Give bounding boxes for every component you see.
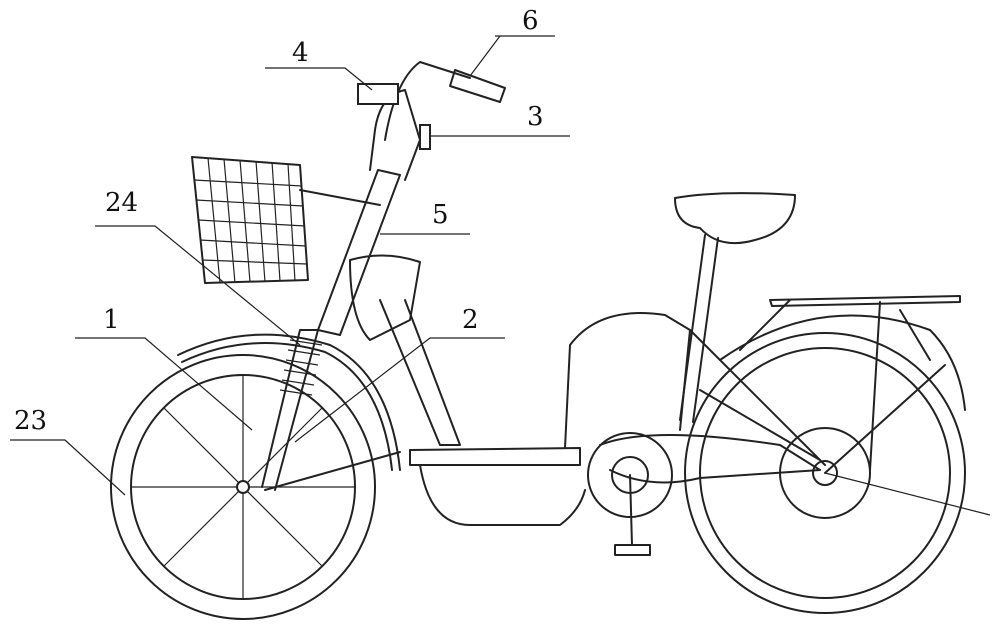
leader-23 bbox=[10, 440, 125, 495]
label-1: 1 bbox=[103, 307, 120, 333]
leader-6 bbox=[470, 36, 555, 76]
label-23: 23 bbox=[14, 408, 47, 434]
label-5: 5 bbox=[432, 202, 449, 228]
label-3: 3 bbox=[527, 104, 544, 130]
label-24: 24 bbox=[105, 190, 138, 216]
leader-2 bbox=[295, 338, 505, 442]
leader-1 bbox=[75, 338, 252, 430]
leader-4 bbox=[265, 68, 372, 90]
label-6: 6 bbox=[522, 8, 539, 34]
label-2: 2 bbox=[462, 307, 479, 333]
label-4: 4 bbox=[292, 40, 309, 66]
leader-24 bbox=[95, 226, 300, 345]
